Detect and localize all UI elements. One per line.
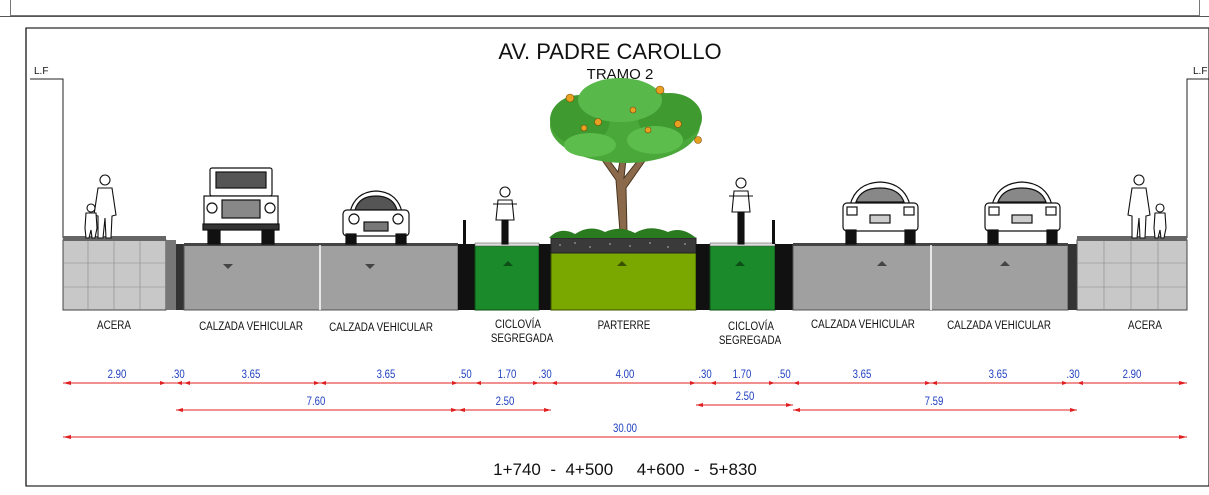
tree-icon [549, 78, 702, 238]
dimension-label: .30 [698, 368, 711, 381]
pedestrian-icon [1127, 174, 1167, 239]
bike-lane-left [474, 244, 540, 311]
dimension-labels-row-1: 2.90 .30 3.65 3.65 .50 1.70 .30 4.00 .30… [108, 368, 1142, 381]
dimension-label: 4.00 [616, 368, 635, 381]
car-rear-icon [984, 181, 1061, 245]
sidewalk-right [1076, 239, 1188, 311]
cyclist-icon [729, 177, 753, 245]
zone-label: CICLOVÍA [495, 317, 542, 331]
zone-label: CALZADA VEHICULAR [199, 320, 303, 333]
lf-right-label: L.F [1193, 66, 1207, 77]
zone-label-line2: SEGREGADA [719, 334, 782, 347]
zone-label-line2: SEGREGADA [491, 332, 554, 345]
road-surface [62, 220, 1188, 311]
dimension-label: .50 [458, 368, 471, 381]
dimension-label: .50 [777, 368, 790, 381]
zone-label: ACERA [1128, 319, 1163, 332]
pedestrian-icon [84, 174, 117, 239]
car-rear-icon [842, 181, 919, 245]
dimension-label: 1.70 [498, 368, 517, 381]
dimension-labels-row-2: 7.60 2.50 2.50 7.59 [307, 390, 944, 408]
dimension-label: 7.59 [925, 395, 944, 408]
chainage-label: 1+740 - 4+500 4+600 - 5+830 [493, 460, 757, 479]
top-border [0, 0, 1209, 17]
lf-left-label: L.F [34, 66, 48, 77]
dimension-label: 3.65 [242, 368, 261, 381]
sidewalk-left-top [63, 236, 166, 241]
dimension-row-2 [176, 403, 1077, 412]
dimension-label: 1.70 [733, 368, 752, 381]
sidewalk-left [62, 239, 167, 311]
title: AV. PADRE CAROLLO [498, 39, 721, 64]
carriageway-left [183, 244, 459, 311]
zone-label: ACERA [97, 319, 132, 332]
bike-lane-right [709, 244, 776, 311]
zone-label: CALZADA VEHICULAR [811, 318, 915, 331]
drainage-arrow [223, 264, 233, 269]
dimension-label: .30 [538, 368, 551, 381]
car-front-icon [342, 190, 410, 245]
subtitle: TRAMO 2 [587, 66, 654, 83]
jeep-icon [202, 167, 280, 245]
cyclist-icon [493, 186, 517, 245]
zone-label: CICLOVÍA [728, 319, 775, 333]
dimension-label: 2.50 [496, 395, 515, 408]
dimension-label: 3.65 [853, 368, 872, 381]
zone-label: CALZADA VEHICULAR [329, 321, 433, 334]
dimension-label: 7.60 [307, 395, 326, 408]
dimension-label: 2.90 [108, 368, 127, 381]
dimension-label: 2.50 [736, 390, 755, 403]
zone-label: CALZADA VEHICULAR [947, 319, 1051, 332]
dimension-label: .30 [1066, 368, 1079, 381]
planter [550, 251, 697, 311]
dimension-total-label: 30.00 [613, 422, 637, 435]
lf-left-line [30, 78, 64, 238]
dimension-label: .30 [171, 368, 184, 381]
dimension-label: 3.65 [989, 368, 1008, 381]
drainage-arrow [365, 264, 375, 269]
dimension-label: 2.90 [1123, 368, 1142, 381]
dimension-total-line [63, 435, 1187, 439]
dimension-label: 3.65 [377, 368, 396, 381]
lf-right-line [1186, 78, 1209, 238]
dimension-row-1 [63, 381, 1187, 385]
zone-label: PARTERRE [598, 319, 651, 332]
zone-labels: ACERA CALZADA VEHICULAR CALZADA VEHICULA… [97, 317, 1163, 347]
